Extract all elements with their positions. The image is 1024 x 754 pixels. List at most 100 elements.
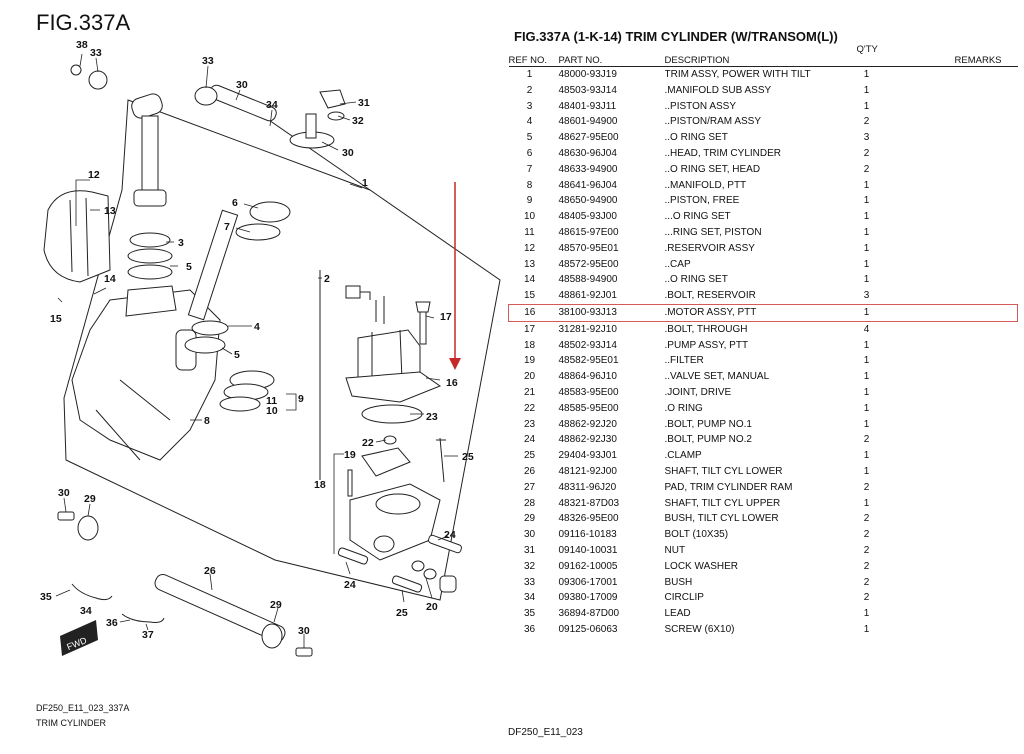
- description-cell: .JOINT, DRIVE: [664, 386, 732, 398]
- description-cell: ..VALVE SET, MANUAL: [664, 371, 770, 383]
- remarks-cell: [897, 511, 1018, 527]
- callout-27: 30: [342, 147, 354, 159]
- description-cell: ...RING SET, PISTON: [664, 226, 762, 238]
- qty-cell: 3: [863, 132, 870, 144]
- exploded-parts-diagram: FWD: [0, 0, 505, 754]
- remarks-cell: [897, 527, 1018, 543]
- part-no-cell: 48401-93J11: [558, 100, 617, 112]
- callout-17: 17: [440, 311, 452, 323]
- ref-cell: 31: [523, 544, 536, 556]
- description-cell: .MOTOR ASSY, PTT: [664, 303, 837, 322]
- diagram-drawing: FWD: [40, 39, 501, 657]
- part-no-cell: 48311-96J20: [558, 481, 617, 493]
- part-no-cell: 48000-93J19: [558, 69, 617, 80]
- ref-cell: 24: [523, 434, 536, 446]
- qty-cell: 2: [863, 576, 870, 588]
- qty-cell: 1: [863, 211, 870, 223]
- qty-cell: 1: [863, 84, 870, 96]
- qty-cell: 1: [863, 608, 870, 620]
- description-cell: BUSH, TILT CYL LOWER: [664, 513, 779, 525]
- part-no-cell: 29404-93J01: [558, 450, 617, 462]
- callout-16: 16: [446, 377, 458, 389]
- fwd-indicator: FWD: [60, 620, 98, 656]
- remarks-cell: [897, 590, 1018, 606]
- qty-cell: 1: [863, 355, 870, 367]
- qty-cell: 1: [863, 69, 870, 80]
- callout-35: 34: [80, 605, 92, 617]
- description-cell: .RESERVOIR ASSY: [664, 242, 755, 254]
- callout-11: 11: [266, 395, 277, 407]
- ref-cell: 7: [526, 163, 533, 175]
- callout-numbers: 38 33 33 30 34 31 32 30 1 6 7 3 5 12 13 …: [40, 39, 474, 641]
- callout-leaders: [55, 53, 458, 648]
- remarks-cell: [897, 606, 1018, 622]
- description-cell: .BOLT, PUMP NO.1: [664, 418, 752, 430]
- callout-32: 32: [352, 115, 364, 127]
- ref-cell: 19: [523, 355, 536, 367]
- remarks-cell: [897, 146, 1018, 162]
- part-no-cell: 48615-97E00: [558, 226, 619, 238]
- part-no-cell: 36894-87D00: [558, 608, 620, 620]
- part-no-cell: 48864-96J10: [558, 371, 617, 383]
- callout-29: 29: [84, 493, 96, 505]
- part-no-cell: 48326-95E00: [558, 513, 619, 525]
- callout-33: 33: [90, 47, 102, 59]
- part-no-cell: 48627-95E00: [558, 132, 619, 144]
- red-arrow: [449, 182, 461, 370]
- description-cell: SHAFT, TILT CYL UPPER: [664, 497, 781, 509]
- callout-5b: 5: [234, 349, 240, 361]
- qty-cell: 1: [863, 339, 870, 351]
- callout-5: 5: [186, 261, 192, 273]
- col-remarks: REMARKS: [896, 46, 1018, 67]
- part-no-cell: 31281-92J10: [558, 323, 617, 335]
- ref-cell: 6: [526, 147, 533, 159]
- part-no-cell: 09162-10005: [558, 560, 618, 572]
- ref-cell: 18: [523, 339, 536, 351]
- description-cell: .O RING: [664, 402, 703, 414]
- callout-26: 26: [204, 565, 216, 577]
- description-cell: .CLAMP: [664, 450, 702, 462]
- description-cell: .MANIFOLD SUB ASSY: [664, 84, 772, 96]
- ref-cell: 15: [523, 290, 536, 302]
- description-cell: ..PISTON, FREE: [664, 195, 740, 207]
- remarks-cell: [897, 338, 1018, 354]
- qty-cell: 2: [863, 116, 870, 128]
- ref-cell: 14: [523, 274, 536, 286]
- description-cell: SHAFT, TILT CYL LOWER: [664, 465, 783, 477]
- part-no-cell: 48633-94900: [558, 163, 618, 175]
- ref-cell: 16: [508, 303, 551, 322]
- ref-cell: 4: [526, 116, 533, 128]
- callout-38: 37: [142, 629, 154, 641]
- col-ref-no: REF NO.: [508, 46, 551, 67]
- part-no-cell: 48862-92J20: [558, 418, 617, 430]
- ref-cell: 2: [526, 84, 533, 96]
- part-no-cell: 48405-93J00: [558, 211, 617, 223]
- description-cell: ..HEAD, TRIM CYLINDER: [664, 147, 782, 159]
- remarks-cell: [897, 162, 1018, 178]
- col-part-no: PART NO.: [550, 46, 665, 67]
- parts-table: REF NO. PART NO. DESCRIPTION Q'TY REMARK…: [508, 44, 1018, 638]
- remarks-cell: [897, 83, 1018, 99]
- part-no-cell: 48862-92J30: [558, 434, 617, 446]
- remarks-cell: [897, 559, 1018, 575]
- description-cell: BOLT (10X35): [664, 529, 729, 541]
- callout-20: 20: [426, 601, 438, 613]
- part-no-cell: 48321-87D03: [558, 497, 620, 509]
- footer-diagram-code: DF250_E11_023_337A: [36, 703, 130, 713]
- ref-cell: 10: [523, 211, 536, 223]
- figure-label: FIG.337A: [36, 10, 131, 35]
- qty-cell: 1: [863, 179, 870, 191]
- callout-12: 12: [88, 169, 100, 181]
- remarks-cell: [897, 241, 1018, 257]
- part-no-cell: 48583-95E00: [558, 386, 619, 398]
- callout-2: 2: [324, 273, 330, 285]
